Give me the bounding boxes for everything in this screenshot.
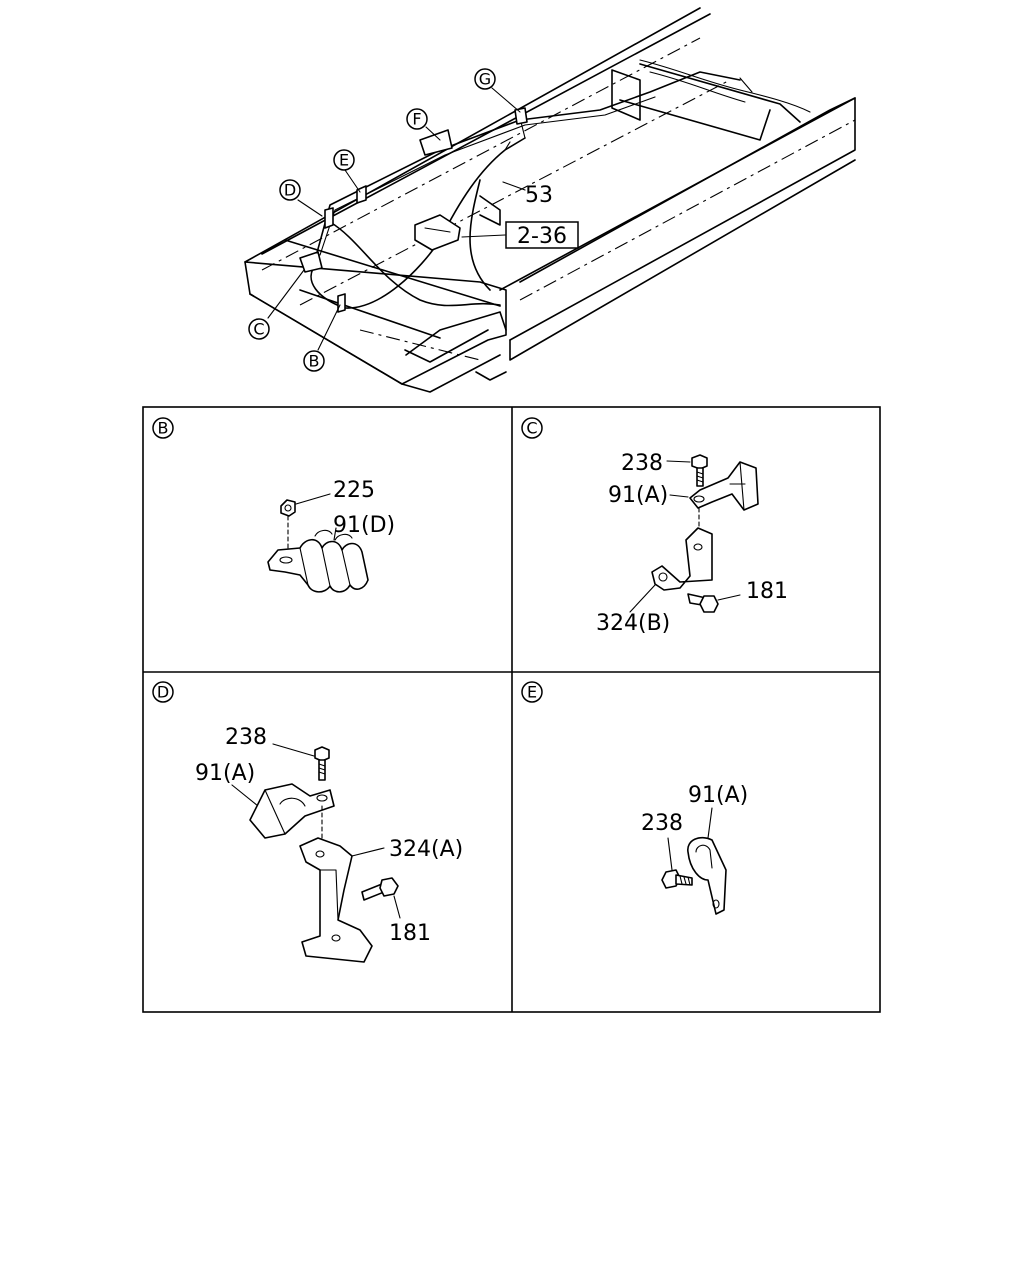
callout-e: E <box>333 149 355 171</box>
panel-d-circle <box>152 681 174 703</box>
bolt-181-d-head <box>379 877 399 897</box>
callout-f: F <box>406 108 428 130</box>
callout-c: C <box>248 318 270 340</box>
label-181-d: 181 <box>389 921 431 946</box>
panel-b-letter: B <box>158 419 169 438</box>
panel-b: B 225 91(D) <box>152 417 395 593</box>
label-238-e: 238 <box>641 811 683 836</box>
clamp-91a-d <box>249 783 335 839</box>
label-324a: 324(A) <box>389 837 463 862</box>
panel-d: D 238 91(A) 324(A) 181 <box>152 681 463 963</box>
panel-e: E 91(A) 238 <box>521 681 748 915</box>
callout-d-letter: D <box>284 181 296 200</box>
detail-grid <box>142 406 881 1013</box>
nut-225 <box>280 499 296 517</box>
reference-box-label: 2-36 <box>517 224 567 249</box>
clamp-91a-e <box>687 836 727 915</box>
panel-c: C 238 91(A) 324(B) 181 <box>521 417 788 636</box>
callout-g: G <box>474 68 496 90</box>
label-91a-c: 91(A) <box>608 483 668 508</box>
triple-clamp <box>267 538 369 593</box>
label-238-c: 238 <box>621 451 663 476</box>
panel-c-circle <box>521 417 543 439</box>
panel-b-circle <box>152 417 174 439</box>
label-181-c: 181 <box>746 579 788 604</box>
part-label-53: 53 <box>525 183 553 208</box>
label-91d: 91(D) <box>333 513 395 538</box>
callout-e-letter: E <box>339 151 349 170</box>
reference-box <box>505 221 579 249</box>
bolt-181-c-head <box>699 595 719 613</box>
overview-brackets <box>299 107 528 313</box>
callout-g-letter: G <box>479 70 491 89</box>
label-238-d: 238 <box>225 725 267 750</box>
panel-d-letter: D <box>157 683 169 702</box>
bracket-324a <box>299 837 373 963</box>
panel-e-circle <box>521 681 543 703</box>
bolt-238-head <box>691 454 708 470</box>
callout-c-letter: C <box>253 320 264 339</box>
label-225: 225 <box>333 478 375 503</box>
label-91a-d: 91(A) <box>195 761 255 786</box>
label-324b: 324(B) <box>596 611 670 636</box>
bolt-238-d-head <box>314 746 330 762</box>
overview-leaders <box>267 87 526 351</box>
panel-c-letter: C <box>526 419 537 438</box>
panel-e-letter: E <box>527 683 537 702</box>
callout-b-letter: B <box>309 352 320 371</box>
callout-d: D <box>279 179 301 201</box>
callout-b: B <box>303 350 325 372</box>
callout-f-letter: F <box>412 110 421 129</box>
label-91a-e: 91(A) <box>688 783 748 808</box>
